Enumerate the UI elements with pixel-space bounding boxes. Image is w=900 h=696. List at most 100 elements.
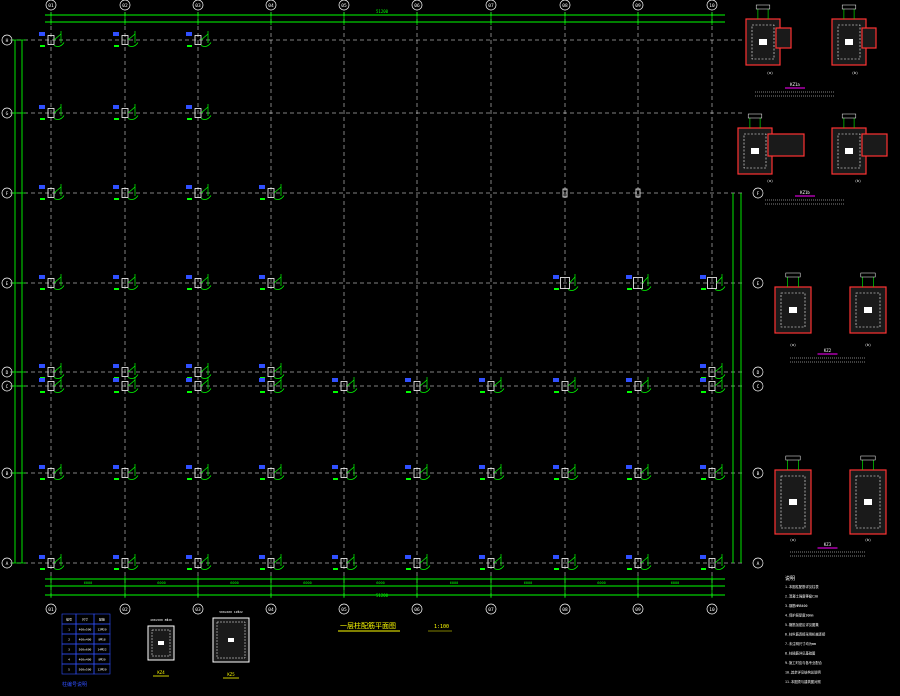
- small-section-core: [158, 641, 164, 645]
- dim-text: 6000: [376, 581, 384, 585]
- column-arc: [640, 388, 652, 393]
- axis-label-col: 05: [341, 3, 347, 9]
- column-leader: [53, 106, 62, 114]
- column-arc: [567, 286, 579, 291]
- column-mark: [700, 363, 726, 379]
- column-leader: [273, 466, 282, 474]
- column-tag-blue: [186, 105, 192, 109]
- column-tag-green: [114, 288, 119, 290]
- detail-sub-a: (a): [767, 71, 773, 75]
- column-arc: [200, 42, 212, 47]
- column-tag-blue: [259, 185, 265, 189]
- column-arc: [127, 285, 139, 290]
- small-section-name: KZ5: [227, 672, 235, 677]
- column-tag-blue: [39, 465, 45, 469]
- dim-text: 6000: [303, 581, 311, 585]
- section-hatch: [837, 133, 861, 169]
- table-text: 4: [68, 658, 70, 662]
- column-mark: [113, 184, 139, 200]
- column-tag-blue: [186, 185, 192, 189]
- column-tag-green: [40, 568, 45, 570]
- column-tag-blue: [39, 378, 45, 382]
- column-leader: [569, 276, 576, 284]
- column-leader: [200, 365, 209, 373]
- small-section-hatch: [216, 621, 246, 659]
- column-arc: [419, 388, 431, 393]
- table-text: 14Φ22: [97, 648, 106, 652]
- note-line: 9.施工时应与各专业配合: [785, 660, 823, 665]
- column-tag-blue: [553, 275, 559, 279]
- section-core: [845, 39, 853, 45]
- column-mark: [553, 377, 579, 393]
- column-tag-green: [554, 568, 559, 570]
- table-text: 400x400: [79, 658, 92, 662]
- column-arc: [714, 286, 726, 291]
- column-leader: [53, 379, 62, 387]
- column-tag-blue: [113, 555, 119, 559]
- column-mark: [553, 464, 579, 480]
- column-arc: [200, 195, 212, 200]
- section-label-box: [860, 455, 876, 461]
- column-rect: [121, 35, 129, 45]
- column-tag-blue: [553, 555, 559, 559]
- column-tag-blue: [700, 555, 706, 559]
- column-tag-green: [701, 568, 706, 570]
- axis-label-row: E: [757, 281, 760, 287]
- column-tag-blue: [113, 364, 119, 368]
- axis-bubble: [192, 603, 204, 615]
- column-arc: [273, 565, 285, 570]
- column-leader: [273, 379, 282, 387]
- column-mark: [553, 274, 579, 291]
- note-line: 10.其余详见结构总说明: [785, 670, 821, 675]
- column-arc: [53, 42, 65, 47]
- column-mark: [259, 363, 285, 379]
- detail-name: KZ2: [824, 348, 832, 353]
- column-arc: [200, 388, 212, 393]
- column-tag-blue: [479, 465, 485, 469]
- axis-bubble: [752, 380, 764, 392]
- column-tag-green: [40, 45, 45, 47]
- column-arc: [53, 285, 65, 290]
- column-leader: [273, 186, 282, 194]
- column-leader: [493, 556, 502, 564]
- column-leader: [53, 556, 62, 564]
- axis-label-col: 07: [488, 3, 494, 9]
- column-arc: [200, 565, 212, 570]
- axis-label-row: C: [6, 384, 9, 390]
- column-arc: [714, 475, 726, 480]
- column-tag-green: [187, 198, 192, 200]
- column-arc: [200, 475, 212, 480]
- column-mark: [700, 377, 726, 393]
- column-tag-blue: [259, 275, 265, 279]
- table-text: 12Φ20: [97, 668, 106, 672]
- column-mark: [186, 31, 212, 47]
- axis-label-col: 03: [195, 607, 201, 613]
- column-mark: [186, 274, 212, 290]
- small-section-hatch: [151, 629, 171, 657]
- column-tag-green: [114, 118, 119, 120]
- column-leader: [53, 365, 62, 373]
- bottom-dim-total: 51200: [376, 593, 389, 598]
- note-line: 7.未注明尺寸均为mm: [785, 641, 816, 646]
- column-leader: [127, 106, 136, 114]
- column-arc: [127, 42, 139, 47]
- column-tag-green: [333, 478, 338, 480]
- column-mark: [39, 363, 65, 379]
- column-leader: [200, 33, 209, 41]
- column-tag-green: [187, 45, 192, 47]
- column-leader: [493, 379, 502, 387]
- column-arc: [567, 475, 579, 480]
- column-leader: [273, 365, 282, 373]
- column-leader: [53, 186, 62, 194]
- axis-bubble: [338, 0, 350, 11]
- column-mark: [259, 274, 285, 290]
- column-leader: [200, 466, 209, 474]
- column-arc: [200, 374, 212, 379]
- axis-bubble: [752, 366, 764, 378]
- axis-label-col: 05: [341, 607, 347, 613]
- column-leader: [714, 556, 723, 564]
- column-mark: [186, 554, 212, 570]
- column-arc: [53, 374, 65, 379]
- column-arc: [127, 388, 139, 393]
- column-mark: [39, 464, 65, 480]
